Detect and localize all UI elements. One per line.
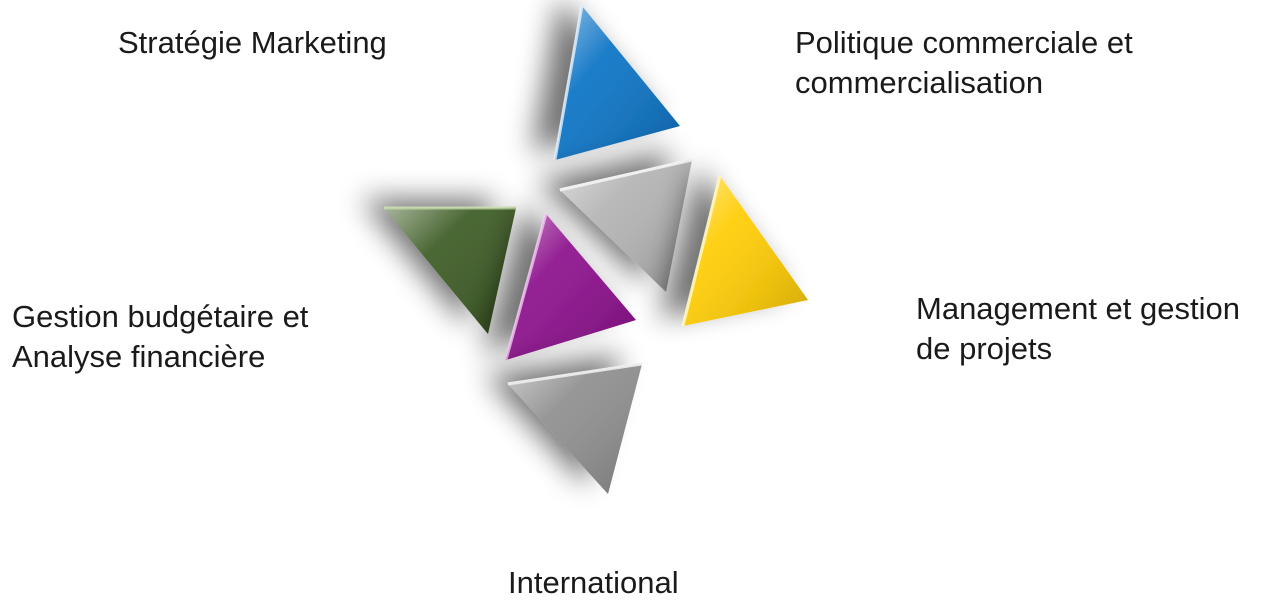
label-politique-commerciale-line-1: Politique commerciale et <box>795 25 1133 60</box>
label-management-line-2: de projets <box>916 331 1053 366</box>
label-management-line-1: Management et gestion <box>916 291 1240 326</box>
label-gestion-budgetaire: Gestion budgétaire et Analyse financière <box>12 297 308 377</box>
label-gestion-budgetaire-line-1: Gestion budgétaire et <box>12 299 309 334</box>
label-international-text: International <box>508 565 679 600</box>
label-strategie-marketing: Stratégie Marketing <box>118 23 387 63</box>
label-politique-commerciale: Politique commerciale et commercialisati… <box>795 23 1133 103</box>
label-gestion-budgetaire-line-2: Analyse financière <box>12 339 266 374</box>
label-international: International <box>508 563 679 603</box>
label-politique-commerciale-line-2: commercialisation <box>795 65 1044 100</box>
label-strategie-marketing-text: Stratégie Marketing <box>118 25 387 60</box>
label-management: Management et gestion de projets <box>916 289 1240 369</box>
